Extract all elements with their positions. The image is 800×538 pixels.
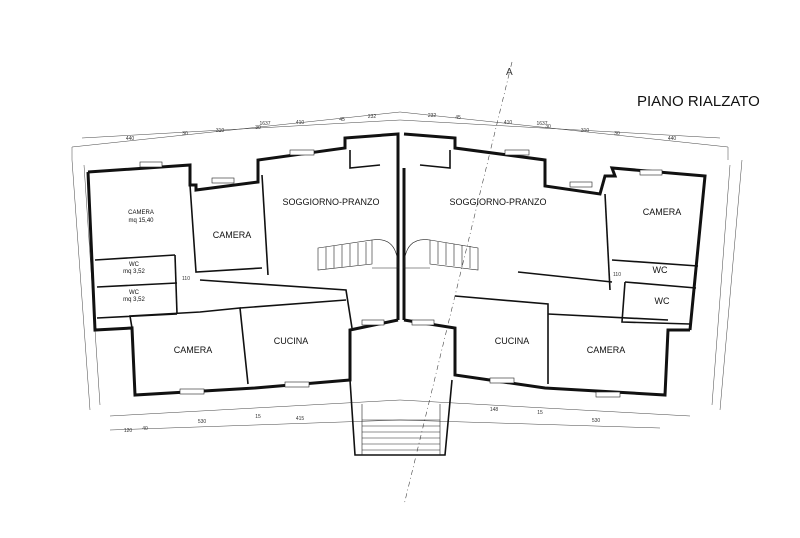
dim-tr-6: 440 [668, 136, 677, 142]
room-label-soggiorno-right: SOGGIORNO-PRANZO [449, 197, 546, 207]
dim-tr-3: 30 [545, 124, 551, 130]
dimension-labels-top-left: 1637 440 30 310 30 410 45 232 [126, 114, 377, 142]
room-label-cucina-left: CUCINA [274, 336, 309, 346]
dim-tr-4: 310 [581, 128, 590, 134]
dim-br-0: 148 [490, 407, 499, 413]
dim-total-right: 1637 [536, 121, 547, 127]
dim-bl-2: 530 [198, 419, 207, 425]
room-area-wc-left-2: mq 3,52 [123, 297, 145, 303]
dim-tr-5: 30 [614, 131, 620, 137]
room-label-wc-right-bottom: WC [655, 296, 670, 306]
dim-tl-3: 30 [255, 125, 261, 131]
entrance-stair [349, 379, 453, 456]
room-label-wc-left-1: WC [129, 262, 140, 268]
room-label-camera-right-bottom: CAMERA [587, 345, 626, 355]
dimension-labels-bottom: 120 40 530 15 415 148 15 530 [124, 407, 601, 434]
dim-inner-right: 110 [613, 272, 621, 278]
window-marks [139, 149, 663, 398]
plan-title: PIANO RIALZATO [637, 93, 760, 110]
dim-bl-3: 15 [255, 414, 261, 420]
dim-bl-0: 120 [124, 428, 133, 434]
top-dimension-lines [71, 111, 729, 160]
bottom-dimension-lines [109, 399, 691, 431]
room-label-camera-left-top: CAMERA [128, 210, 154, 216]
dim-tl-6: 232 [368, 114, 377, 120]
dim-tr-2: 410 [504, 120, 513, 126]
dim-tl-5: 45 [339, 117, 345, 123]
room-label-cucina-right: CUCINA [495, 336, 530, 346]
stair-right [403, 239, 479, 271]
side-dimension-lines [71, 159, 743, 411]
room-area-wc-left-1: mq 3,52 [123, 269, 145, 275]
dim-inner-left: 110 [182, 276, 190, 282]
section-mark: A [506, 67, 513, 78]
dim-tr-0: 232 [428, 113, 437, 119]
dim-tl-0: 440 [126, 136, 135, 142]
dimension-labels-top-right: 1637 232 45 410 30 310 30 440 [428, 113, 677, 142]
central-stair-walls [349, 150, 451, 320]
room-label-camera-left-bottom: CAMERA [174, 345, 213, 355]
dim-br-2: 530 [592, 418, 601, 424]
dim-tl-2: 310 [216, 128, 225, 134]
room-area-camera-left-top: mq 15,40 [128, 218, 154, 224]
room-label-camera-left-mid: CAMERA [213, 230, 252, 240]
dim-tr-1: 45 [455, 115, 461, 121]
dim-tl-4: 410 [296, 120, 305, 126]
room-label-wc-left-2: WC [129, 290, 140, 296]
dim-bl-4: 415 [296, 416, 305, 422]
room-label-camera-right-top: CAMERA [643, 207, 682, 217]
room-label-wc-right-top: WC [653, 265, 668, 275]
dim-bl-1: 40 [142, 426, 148, 432]
stair-left [317, 239, 399, 271]
section-axis-line [403, 61, 513, 506]
dim-total-left: 1637 [259, 121, 270, 127]
dim-br-1: 15 [537, 410, 543, 416]
dim-tl-1: 30 [182, 131, 188, 137]
room-label-soggiorno-left: SOGGIORNO-PRANZO [282, 197, 379, 207]
